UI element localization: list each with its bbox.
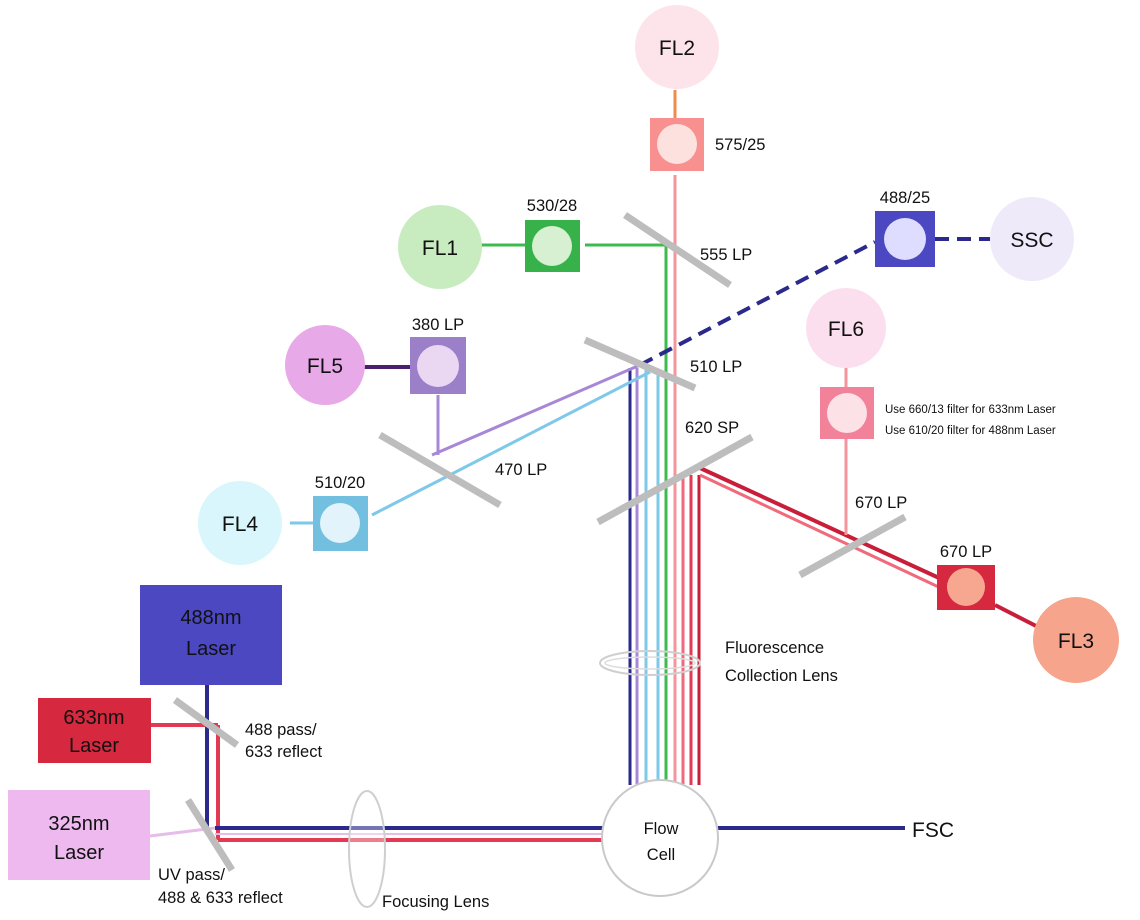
detector-ssc (990, 197, 1074, 281)
mirror1-label-line2: 633 reflect (245, 743, 322, 761)
filter-670-lp-label: 670 LP (940, 543, 992, 561)
mirror-510lp (583, 336, 697, 392)
collection-lens-label-line2: Collection Lens (725, 667, 838, 685)
mirror1-label-line1: 488 pass/ (245, 721, 317, 739)
mirror-510lp-label: 510 LP (690, 358, 742, 376)
focusing-lens-label: Focusing Lens (382, 893, 489, 911)
collection-lens (599, 650, 701, 676)
detectors (198, 5, 1119, 683)
fl2-label: FL2 (659, 37, 695, 60)
flow-cell (601, 779, 719, 897)
mirror-488pass (172, 697, 240, 748)
filter-fl6-window (827, 393, 867, 433)
laser-325 (8, 790, 150, 880)
mirror-670lp-label: 670 LP (855, 494, 907, 512)
laser-488-line1: 488nm (180, 607, 241, 629)
filter-510-20-window (320, 503, 360, 543)
detector-fl2 (635, 5, 719, 89)
mirror-620sp (596, 433, 754, 526)
emission-bundle (628, 175, 701, 785)
mirror-uvpass (185, 798, 235, 872)
filter-510-20-label: 510/20 (315, 474, 365, 492)
mirror2-label-line1: UV pass/ (158, 866, 225, 884)
fl6-label: FL6 (828, 318, 864, 341)
mirror-555lp-label: 555 LP (700, 246, 752, 264)
ssc-label: SSC (1010, 229, 1053, 252)
fl6-note-line2: Use 610/20 filter for 488nm Laser (885, 425, 1056, 437)
laser-325-line2: Laser (54, 842, 104, 864)
flow-cell-label-line2: Cell (647, 846, 675, 864)
fl1-label: FL1 (422, 237, 458, 260)
red-branch-1 (699, 473, 946, 592)
detector-fl6 (806, 288, 886, 368)
filter-380-lp-window (417, 345, 459, 387)
laser-325-line1: 325nm (48, 813, 109, 835)
collection-lens-label-line1: Fluorescence (725, 639, 824, 657)
mirror2-label-line2: 488 & 633 reflect (158, 889, 283, 907)
filter-575-25-window (657, 124, 697, 164)
red-branch-2 (699, 466, 951, 585)
cyan-branch (371, 370, 651, 517)
detector-fl4 (198, 481, 282, 565)
filters (313, 118, 995, 610)
fsc-label: FSC (912, 819, 954, 842)
fl3-link (994, 603, 1041, 630)
dichroic-mirrors (172, 212, 907, 872)
filter-530-28-label: 530/28 (527, 197, 577, 215)
detector-fl3 (1033, 597, 1119, 683)
mirror-555lp (623, 212, 732, 288)
flow-cell-label-line1: Flow (644, 820, 679, 838)
filter-380-lp-label: 380 LP (412, 316, 464, 334)
lasers (8, 585, 282, 880)
focusing-lens (348, 790, 386, 908)
laser-488 (140, 585, 282, 685)
laser-633-line2: Laser (69, 735, 119, 757)
filter-530-28-window (532, 226, 572, 266)
excitation-beams (149, 685, 905, 842)
laser-633 (38, 698, 151, 763)
fl4-label: FL4 (222, 513, 259, 536)
detector-fl1 (398, 205, 482, 289)
filter-670-lp-window (947, 568, 985, 606)
violet-branch (431, 363, 641, 457)
mirror-470lp-label: 470 LP (495, 461, 547, 479)
detector-fl5 (285, 325, 365, 405)
fl6-note-line1: Use 660/13 filter for 633nm Laser (885, 404, 1056, 416)
filter-488-25-label: 488/25 (880, 189, 930, 207)
collection-lens-inner (604, 656, 696, 670)
mirror-470lp (378, 431, 502, 509)
fl3-label: FL3 (1058, 630, 1094, 653)
laser-633-line1: 633nm (63, 707, 124, 729)
fl5-label: FL5 (307, 355, 343, 378)
filter-488-25-window (884, 218, 926, 260)
filter-575-25-label: 575/25 (715, 136, 765, 154)
ssc-path (639, 240, 876, 367)
laser-488-line2: Laser (186, 638, 236, 660)
mirror-670lp (798, 513, 907, 579)
mirror-620sp-label: 620 SP (685, 419, 739, 437)
